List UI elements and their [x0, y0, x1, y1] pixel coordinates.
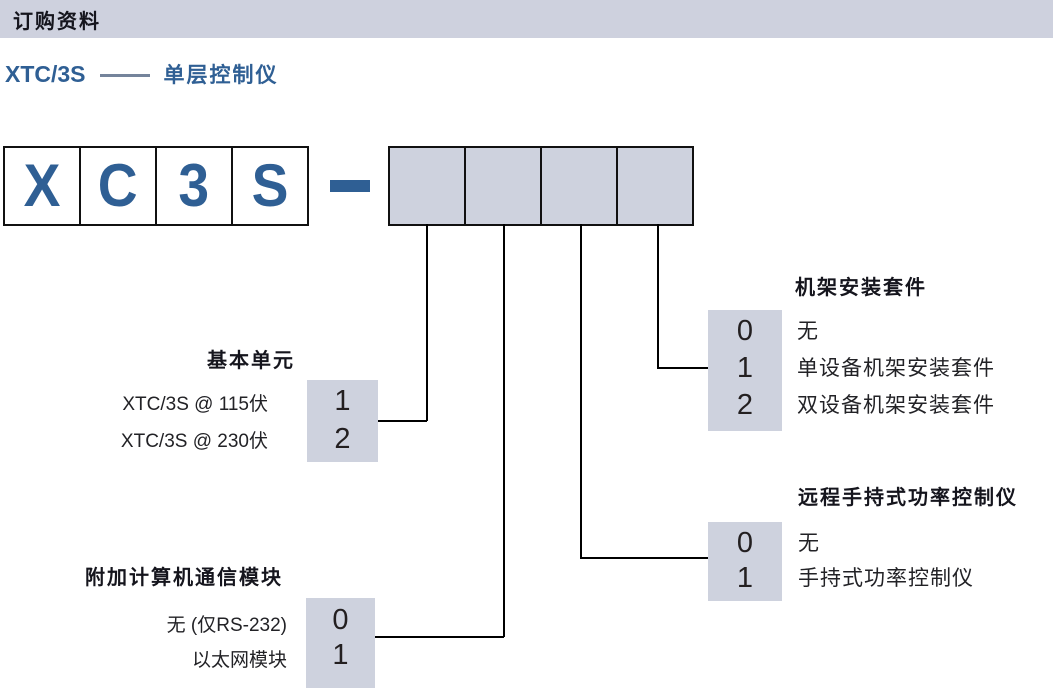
remote-controller-option-labels: 无 手持式功率控制仪: [798, 526, 974, 596]
section-header-bar: [0, 0, 1053, 38]
code-letter: C: [98, 152, 138, 219]
option-code: 2: [736, 389, 754, 421]
option-code: 1: [332, 639, 349, 671]
product-subtitle: XTC/3S 单层控制仪: [5, 60, 279, 88]
code-letter: 3: [178, 152, 210, 219]
option-code: 0: [332, 604, 349, 636]
option-label: 手持式功率控制仪: [798, 566, 974, 590]
basic-unit-row-label: XTC/3S @ 115伏: [122, 394, 268, 415]
basic-unit-code-box: 1 2: [307, 380, 378, 462]
option-label: 无: [797, 319, 819, 343]
connector-3-horizontal: [580, 557, 708, 559]
code-letter-cell: S: [231, 146, 309, 226]
code-letter: X: [23, 152, 61, 219]
code-letter-cell: 3: [155, 146, 233, 226]
code-blank-cell: [388, 146, 466, 226]
rack-mount-title: 机架安装套件: [795, 277, 927, 299]
option-label: 双设备机架安装套件: [797, 393, 995, 417]
code-blank-cell: [540, 146, 618, 226]
subtitle-dash-rule: [99, 73, 150, 77]
basic-unit-title: 基本单元: [207, 350, 295, 372]
option-code: 2: [334, 423, 351, 455]
code-letter-cell: C: [79, 146, 157, 226]
page-title: 订购资料: [13, 11, 101, 33]
option-code: 0: [736, 315, 754, 347]
code-blank-cell: [616, 146, 694, 226]
connector-1-horizontal: [378, 420, 427, 422]
product-model-label: XTC/3S: [5, 60, 86, 87]
basic-unit-row-label: XTC/3S @ 230伏: [120, 431, 268, 452]
option-label: 无: [798, 531, 820, 555]
option-code: 1: [334, 385, 351, 417]
comm-module-row-label: 无 (仅RS-232): [166, 615, 287, 636]
rack-mount-code-box: 0 1 2: [708, 310, 782, 431]
remote-controller-title: 远程手持式功率控制仪: [798, 487, 1018, 509]
code-letter-cell: X: [3, 146, 81, 226]
connector-3-vertical: [580, 224, 582, 558]
connector-4-vertical: [657, 224, 659, 368]
code-separator-dash: [330, 180, 370, 192]
model-code-letter-cells: X C 3 S: [3, 146, 309, 226]
comm-module-code-box: 0 1: [306, 598, 375, 688]
connector-2-horizontal: [375, 636, 504, 638]
option-code: 1: [736, 352, 754, 384]
connector-1-vertical: [426, 224, 428, 421]
code-blank-cell: [464, 146, 542, 226]
product-name-label: 单层控制仪: [163, 63, 279, 87]
option-label: 单设备机架安装套件: [797, 356, 995, 380]
comm-module-title: 附加计算机通信模块: [85, 567, 283, 589]
code-letter: S: [251, 152, 289, 219]
comm-module-row-label: 以太网模块: [191, 650, 287, 671]
rack-mount-option-labels: 无 单设备机架安装套件 双设备机架安装套件: [797, 313, 995, 424]
option-code: 0: [736, 527, 754, 559]
remote-controller-code-box: 0 1: [708, 522, 782, 601]
model-code-blank-cells: [388, 146, 694, 226]
connector-4-horizontal: [657, 367, 708, 369]
connector-2-vertical: [503, 224, 505, 637]
option-code: 1: [736, 562, 754, 594]
